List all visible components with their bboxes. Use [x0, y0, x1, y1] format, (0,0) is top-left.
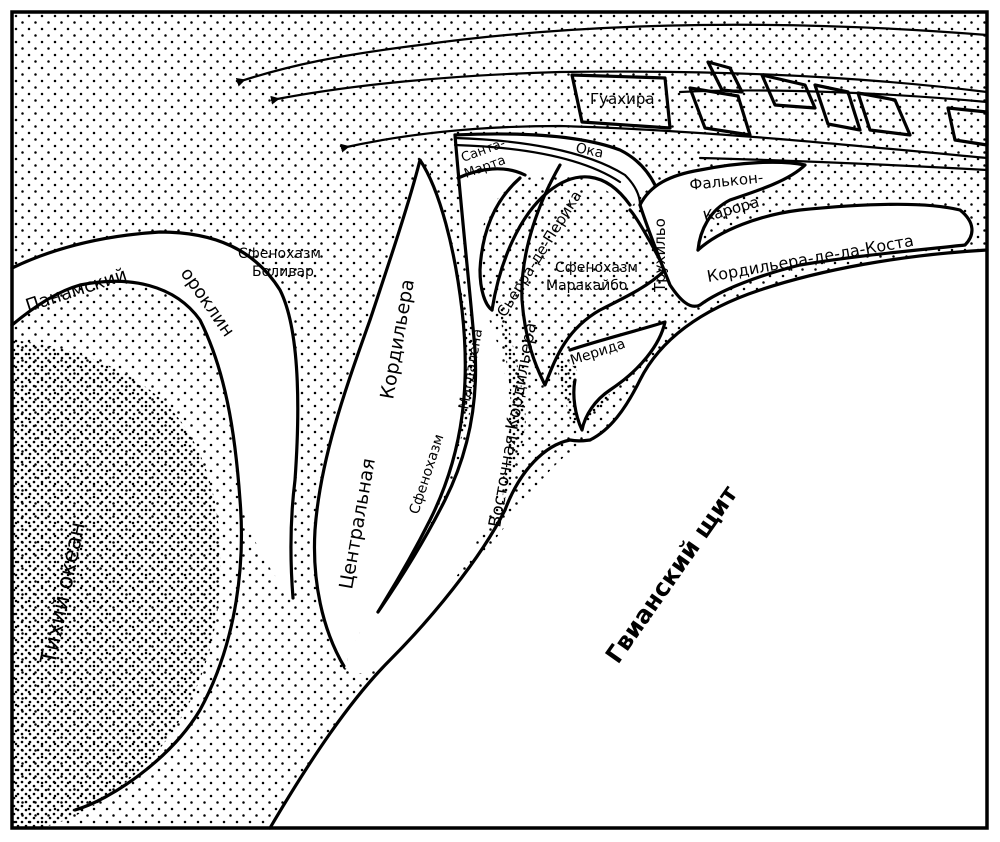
label-trujillo: Трухильо [651, 218, 669, 293]
guajira-block [570, 73, 672, 130]
label-oca: Ока [574, 140, 605, 161]
panama-orocline [12, 232, 298, 598]
label-guajira: Гуахира [590, 90, 655, 108]
motion-arrow-3 [340, 124, 989, 160]
pacific-dense-stipple [12, 340, 221, 828]
label-sphenochasm-bolivar-1: Сфенохазм [238, 246, 321, 262]
island-block-2 [688, 86, 752, 137]
label-maracaibo-1: Сфенохазм [555, 260, 638, 276]
label-maracaibo-2: Маракайбо [546, 278, 627, 294]
motion-arrow-2 [270, 70, 989, 105]
eastern-cordillera [345, 133, 655, 674]
trujillo-falcon [640, 162, 972, 307]
guiana-shield-land [270, 250, 987, 828]
motion-arrow-1 [235, 23, 989, 87]
island-block-4 [813, 83, 862, 132]
map-frame [10, 10, 989, 830]
island-block-3 [760, 73, 817, 110]
central-cordillera [313, 160, 466, 668]
island-block-5 [856, 91, 912, 137]
label-sphenochasm-bolivar-2: Боливар [252, 264, 314, 280]
island-block-1 [706, 60, 744, 94]
eastern-dense-stipple [500, 300, 526, 520]
